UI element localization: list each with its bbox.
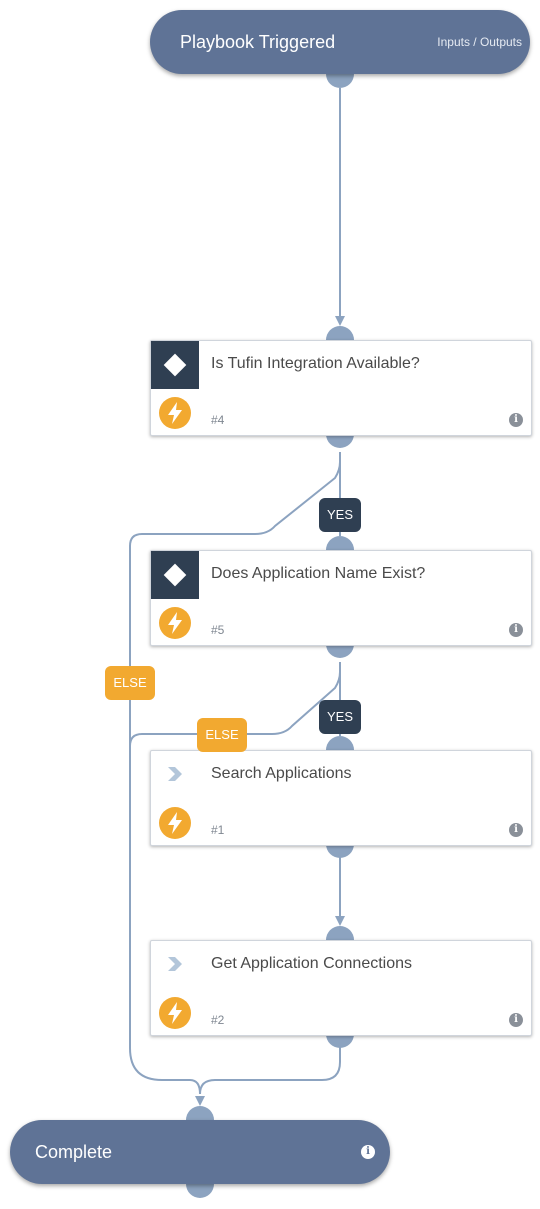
arrowhead-end [195,1096,205,1106]
task-name: Search Applications [211,765,352,782]
task-number: #1 [211,823,225,837]
lightning-bolt-icon [159,997,191,1029]
info-icon[interactable]: i [509,413,523,427]
task-does-application-name-exist[interactable]: Does Application Name Exist? #5 i [150,550,532,646]
else-branch-badge: ELSE [105,666,155,700]
end-title: Complete [35,1142,113,1162]
chevron-right-icon [168,957,182,971]
arrowhead-task4 [335,316,345,326]
yes-branch-badge: YES [319,498,361,532]
diamond-icon [163,563,187,587]
condition-icon-box [151,341,199,389]
end-node[interactable]: Complete i [10,1120,390,1184]
info-icon[interactable]: i [509,623,523,637]
task-number: #4 [211,413,225,427]
connector-task2-to-end [199,1042,341,1095]
diamond-icon [163,353,187,377]
connector-task5-else [129,662,341,747]
arrowhead-task2 [335,916,345,926]
task-name: Is Tufin Integration Available? [211,355,420,372]
lightning-bolt-icon [159,607,191,639]
yes-branch-badge: YES [319,700,361,734]
task-is-tufin-integration-available[interactable]: Is Tufin Integration Available? #4 i [150,340,532,436]
info-icon[interactable]: i [361,1145,375,1159]
info-icon[interactable]: i [509,823,523,837]
inputs-outputs-link[interactable]: Inputs / Outputs [437,35,522,49]
task-get-application-connections[interactable]: Get Application Connections #2 i [150,940,532,1036]
info-icon[interactable]: i [509,1013,523,1027]
else-branch-badge: ELSE [197,718,247,752]
lightning-bolt-icon [159,397,191,429]
task-number: #2 [211,1013,225,1027]
task-name: Get Application Connections [211,955,413,972]
lightning-bolt-icon [159,807,191,839]
start-title: Playbook Triggered [180,32,336,52]
task-number: #5 [211,623,225,637]
task-search-applications[interactable]: Search Applications #1 i [150,750,532,846]
start-node[interactable]: Playbook Triggered Inputs / Outputs [150,10,530,74]
task-name: Does Application Name Exist? [211,565,426,582]
connector-task4-else [129,452,341,1095]
condition-icon-box [151,551,199,599]
chevron-right-icon [168,767,182,781]
